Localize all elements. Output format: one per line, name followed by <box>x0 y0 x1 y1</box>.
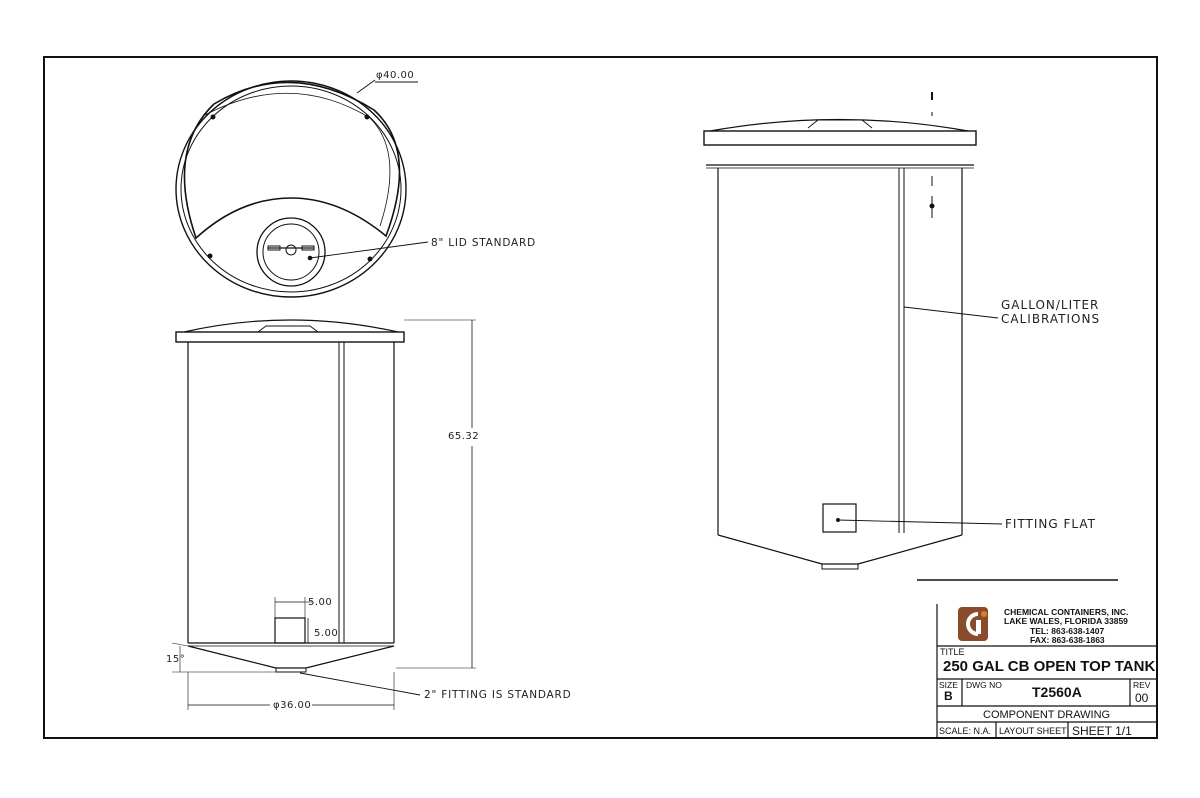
sheet-border <box>43 56 1158 739</box>
rev-caption: REV <box>1133 680 1151 690</box>
top-view-opening <box>183 81 401 240</box>
company-fax: FAX: 863-638-1863 <box>1030 635 1105 645</box>
side-lid-dome <box>709 118 969 132</box>
fitting-flat-label: FITTING FLAT <box>1005 517 1096 531</box>
top-view-diameter-label: φ40.00 <box>376 70 414 81</box>
layout-cell: LAYOUT SHEET <box>999 726 1067 736</box>
component-drawing: COMPONENT DRAWING <box>983 709 1110 721</box>
top-view-opening-inner <box>204 92 391 227</box>
front-cone <box>187 645 395 669</box>
size-value: B <box>944 689 953 703</box>
lid-label: 8" LID STANDARD <box>431 237 536 249</box>
front-view <box>171 319 476 710</box>
angle-label: 15° <box>166 654 185 665</box>
side-fitting <box>822 503 857 533</box>
drawing-title: 250 GAL CB OPEN TOP TANK <box>943 658 1155 675</box>
title-block <box>936 604 1157 738</box>
company-city: LAKE WALES, FLORIDA 33859 <box>1004 616 1128 626</box>
side-view <box>703 92 1118 581</box>
front-fitting <box>274 617 306 644</box>
front-lid-dome <box>183 319 399 333</box>
lid-inner-circle <box>262 223 320 281</box>
top-view-outer-rim <box>175 80 407 298</box>
height-label: 65.32 <box>448 431 479 442</box>
rev-value: 00 <box>1135 691 1149 705</box>
company-name: CHEMICAL CONTAINERS, INC. <box>1004 607 1128 617</box>
company-tel: TEL: 863-638-1407 <box>1030 626 1104 636</box>
top-view <box>175 79 429 298</box>
calibration-label-line2: CALIBRATIONS <box>1001 312 1100 326</box>
dwg-no-caption: DWG NO <box>966 680 1002 690</box>
title-caption: TITLE <box>940 647 965 657</box>
fitting-label: 2" FITTING IS STANDARD <box>424 689 572 701</box>
front-lid-rim <box>175 331 405 343</box>
fitting-height-label: 5.00 <box>314 628 338 639</box>
lid-outer-circle <box>256 217 326 287</box>
scale-cell: SCALE: N.A. <box>939 726 991 736</box>
fitting-width-label: 5.00 <box>308 597 332 608</box>
side-lid-rim <box>703 130 977 146</box>
sheet-cell: SHEET 1/1 <box>1072 724 1132 738</box>
size-caption: SIZE <box>939 680 958 690</box>
base-diameter-label: φ36.00 <box>273 700 311 711</box>
company-logo <box>958 607 988 641</box>
dwg-no-value: T2560A <box>1032 684 1082 700</box>
top-view-inner-rim <box>180 85 402 293</box>
calibration-label-line1: GALLON/LITER <box>1001 298 1099 312</box>
side-cone <box>717 534 963 565</box>
